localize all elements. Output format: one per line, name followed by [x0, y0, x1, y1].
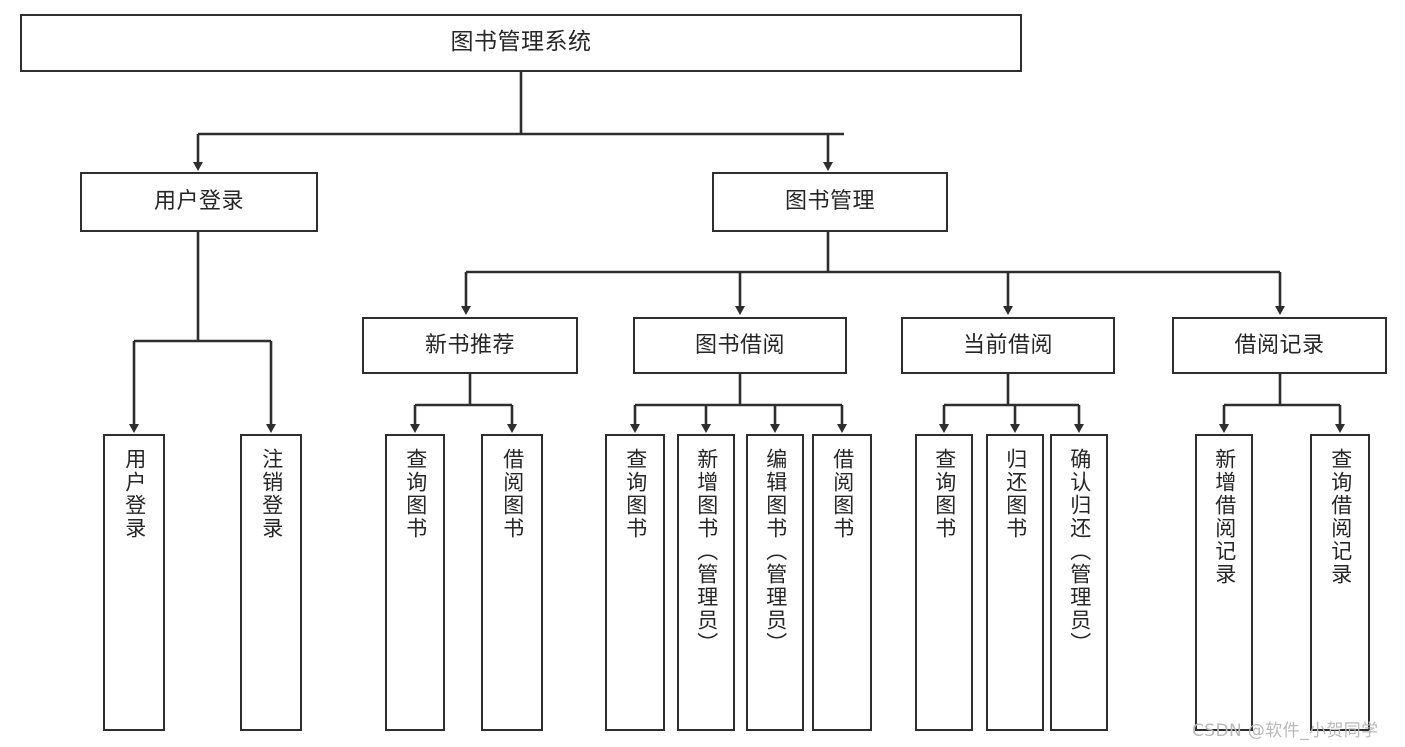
node-label: 查询图书	[623, 448, 648, 540]
leaf-borrow-book-recommend[interactable]: 借阅图书	[481, 434, 543, 731]
leaf-add-book-admin[interactable]: 新增图书（管理员）	[677, 434, 735, 731]
node-label: 编辑图书（管理员）	[763, 448, 788, 655]
node-label: 借阅图书	[500, 448, 525, 540]
leaf-query-book-current[interactable]: 查询图书	[915, 434, 973, 731]
leaf-query-book-recommend[interactable]: 查询图书	[385, 434, 445, 731]
node-label: 注销登录	[259, 448, 284, 540]
node-new-book-recommend[interactable]: 新书推荐	[362, 317, 578, 374]
node-label: 借阅图书	[830, 448, 855, 540]
leaf-query-book-borrow[interactable]: 查询图书	[605, 434, 665, 731]
node-label: 确认归还（管理员）	[1067, 448, 1092, 655]
node-label: 新增图书（管理员）	[694, 448, 719, 655]
leaf-query-borrow-record[interactable]: 查询借阅记录	[1310, 434, 1370, 731]
node-label: 查询借阅记录	[1328, 448, 1353, 586]
node-book-management[interactable]: 图书管理	[712, 172, 948, 232]
leaf-confirm-return-admin[interactable]: 确认归还（管理员）	[1050, 434, 1108, 731]
leaf-logout-login[interactable]: 注销登录	[240, 434, 302, 731]
leaf-edit-book-admin[interactable]: 编辑图书（管理员）	[746, 434, 804, 731]
node-label: 图书借阅	[694, 332, 785, 358]
node-label: 图书管理系统	[450, 29, 592, 56]
node-user-login[interactable]: 用户登录	[80, 172, 318, 232]
csdn-watermark: CSDN @软件_小贺同学	[1192, 721, 1379, 741]
node-label: 用户登录	[153, 189, 244, 215]
node-label: 借阅记录	[1234, 332, 1325, 358]
node-borrow-record[interactable]: 借阅记录	[1172, 317, 1387, 374]
node-current-borrow[interactable]: 当前借阅	[901, 317, 1115, 374]
node-label: 查询图书	[403, 448, 428, 540]
node-root-book-management-system[interactable]: 图书管理系统	[20, 14, 1022, 72]
node-book-borrow[interactable]: 图书借阅	[633, 317, 847, 374]
leaf-return-book[interactable]: 归还图书	[986, 434, 1044, 731]
node-label: 新增借阅记录	[1212, 448, 1237, 586]
node-label: 新书推荐	[424, 332, 515, 358]
node-label: 当前借阅	[962, 332, 1053, 358]
node-label: 查询图书	[932, 448, 957, 540]
node-label: 归还图书	[1003, 448, 1028, 540]
leaf-add-borrow-record[interactable]: 新增借阅记录	[1195, 434, 1253, 731]
leaf-borrow-book-borrow[interactable]: 借阅图书	[812, 434, 872, 731]
node-label: 用户登录	[122, 448, 147, 540]
leaf-user-login[interactable]: 用户登录	[103, 434, 165, 731]
node-label: 图书管理	[784, 189, 875, 215]
